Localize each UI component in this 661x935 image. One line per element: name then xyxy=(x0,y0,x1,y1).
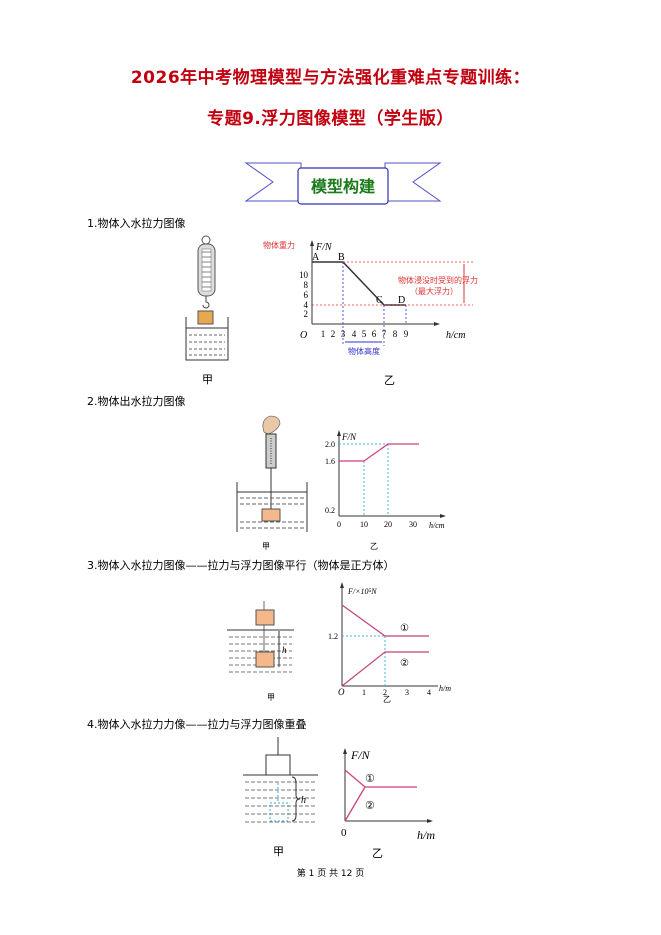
spring-scale-entering-water-figure xyxy=(185,235,229,361)
point-a: A xyxy=(312,252,320,263)
y-axis-label: F/×10⁵N xyxy=(347,587,377,596)
pull-force-entering-water-graph: 物体重力 物体浸没时受到的浮力 （最大浮力） 物体高度 F/N h/cm O A… xyxy=(263,240,478,356)
origin-label: O xyxy=(300,330,307,341)
figure-3-right-caption: 乙 xyxy=(383,695,391,704)
point-d: D xyxy=(398,295,405,306)
height-annotation: 物体高度 xyxy=(348,346,380,356)
y-axis-label: F/N xyxy=(341,432,357,442)
x-tick: 1 xyxy=(362,688,366,695)
figure-1-right-caption: 乙 xyxy=(384,374,395,387)
section-4-heading: 4.物体入水拉力力像——拉力与浮力图像重叠 xyxy=(87,718,307,731)
section-3-heading: 3.物体入水拉力图像——拉力与浮力图像平行（物体是正方体） xyxy=(87,559,395,572)
x-axis-label: h/m xyxy=(439,684,451,693)
y-tick: 0.2 xyxy=(325,506,335,515)
y-tick: 6 xyxy=(304,290,309,300)
x-tick: 4 xyxy=(352,329,357,339)
y-tick: 2.0 xyxy=(325,440,335,449)
x-tick: 5 xyxy=(362,329,367,339)
pull-force-leaving-water-graph: F/N h/cm 0.2 1.6 2.0 0 10 20 30 xyxy=(325,430,446,530)
cube-entering-water-figure: h xyxy=(227,601,294,673)
overlapping-force-graph: F/N h/m 0 ① ② xyxy=(341,748,435,842)
curve-2-label: ② xyxy=(365,800,375,812)
curve-1-label: ① xyxy=(365,773,375,785)
curve-1-label: ① xyxy=(400,623,409,634)
y-axis-label: F/N xyxy=(315,242,333,253)
x-axis-label: h/m xyxy=(417,828,435,842)
x-tick: 0 xyxy=(337,520,341,529)
document-title-line2: 专题9.浮力图像模型（学生版） xyxy=(207,109,454,129)
figure-1-left-caption: 甲 xyxy=(202,373,213,386)
page-footer: 第 1 页 共 12 页 xyxy=(296,869,365,879)
curve-2-label: ② xyxy=(400,658,409,669)
parallel-force-graph: F/×10⁵N h/m O 1.2 ① ② 1 2 3 4 xyxy=(328,582,451,695)
x-tick: 8 xyxy=(393,329,398,339)
section-1-heading: 1.物体入水拉力图像 xyxy=(87,217,186,230)
x-tick: 3 xyxy=(341,329,346,339)
origin-label: O xyxy=(338,687,345,695)
point-c: C xyxy=(376,295,383,306)
y-tick: 10 xyxy=(299,270,309,280)
depth-h-label: h xyxy=(301,795,306,806)
max-buoyancy-annotation: （最大浮力） xyxy=(410,286,458,296)
y-axis-label: F/N xyxy=(350,748,371,762)
x-tick: 7 xyxy=(382,329,387,339)
point-b: B xyxy=(338,252,345,263)
x-tick: 10 xyxy=(360,520,368,529)
x-tick: 1 xyxy=(321,329,326,339)
figure-4-right-caption: 乙 xyxy=(372,847,383,860)
x-tick: 4 xyxy=(427,688,431,695)
figure-4-left-caption: 甲 xyxy=(273,845,284,858)
x-tick: 30 xyxy=(409,520,417,529)
figure-3-left-caption: 甲 xyxy=(267,693,275,702)
section-banner: 模型构建 xyxy=(244,162,442,205)
buoyancy-annotation: 物体浸没时受到的浮力 xyxy=(398,275,478,285)
x-axis-label: h/cm xyxy=(429,521,445,530)
x-tick: 2 xyxy=(383,688,387,695)
x-tick: 3 xyxy=(405,688,409,695)
origin-label: 0 xyxy=(341,827,347,839)
y-tick: 1.2 xyxy=(328,632,338,641)
y-tick: 1.6 xyxy=(325,457,335,466)
section-2-heading: 2.物体出水拉力图像 xyxy=(87,395,186,408)
document-title-line1: 2026年中考物理模型与方法强化重难点专题训练： xyxy=(130,68,531,88)
x-tick: 2 xyxy=(331,329,336,339)
figure-2-left-caption: 甲 xyxy=(262,542,270,551)
banner-text: 模型构建 xyxy=(311,177,375,196)
depth-h-label: h xyxy=(282,645,287,655)
x-tick: 6 xyxy=(372,329,377,339)
x-tick: 9 xyxy=(404,329,409,339)
y-tick: 2 xyxy=(304,309,309,319)
spring-scale-leaving-water-figure xyxy=(236,415,308,532)
weight-annotation: 物体重力 xyxy=(263,240,295,250)
x-tick: 20 xyxy=(384,520,392,529)
figure-2-right-caption: 乙 xyxy=(370,542,378,551)
x-axis-label: h/cm xyxy=(446,330,465,341)
y-tick: 8 xyxy=(304,280,309,290)
y-tick: 4 xyxy=(304,300,309,310)
block-overlapping-figure: h xyxy=(243,737,318,823)
